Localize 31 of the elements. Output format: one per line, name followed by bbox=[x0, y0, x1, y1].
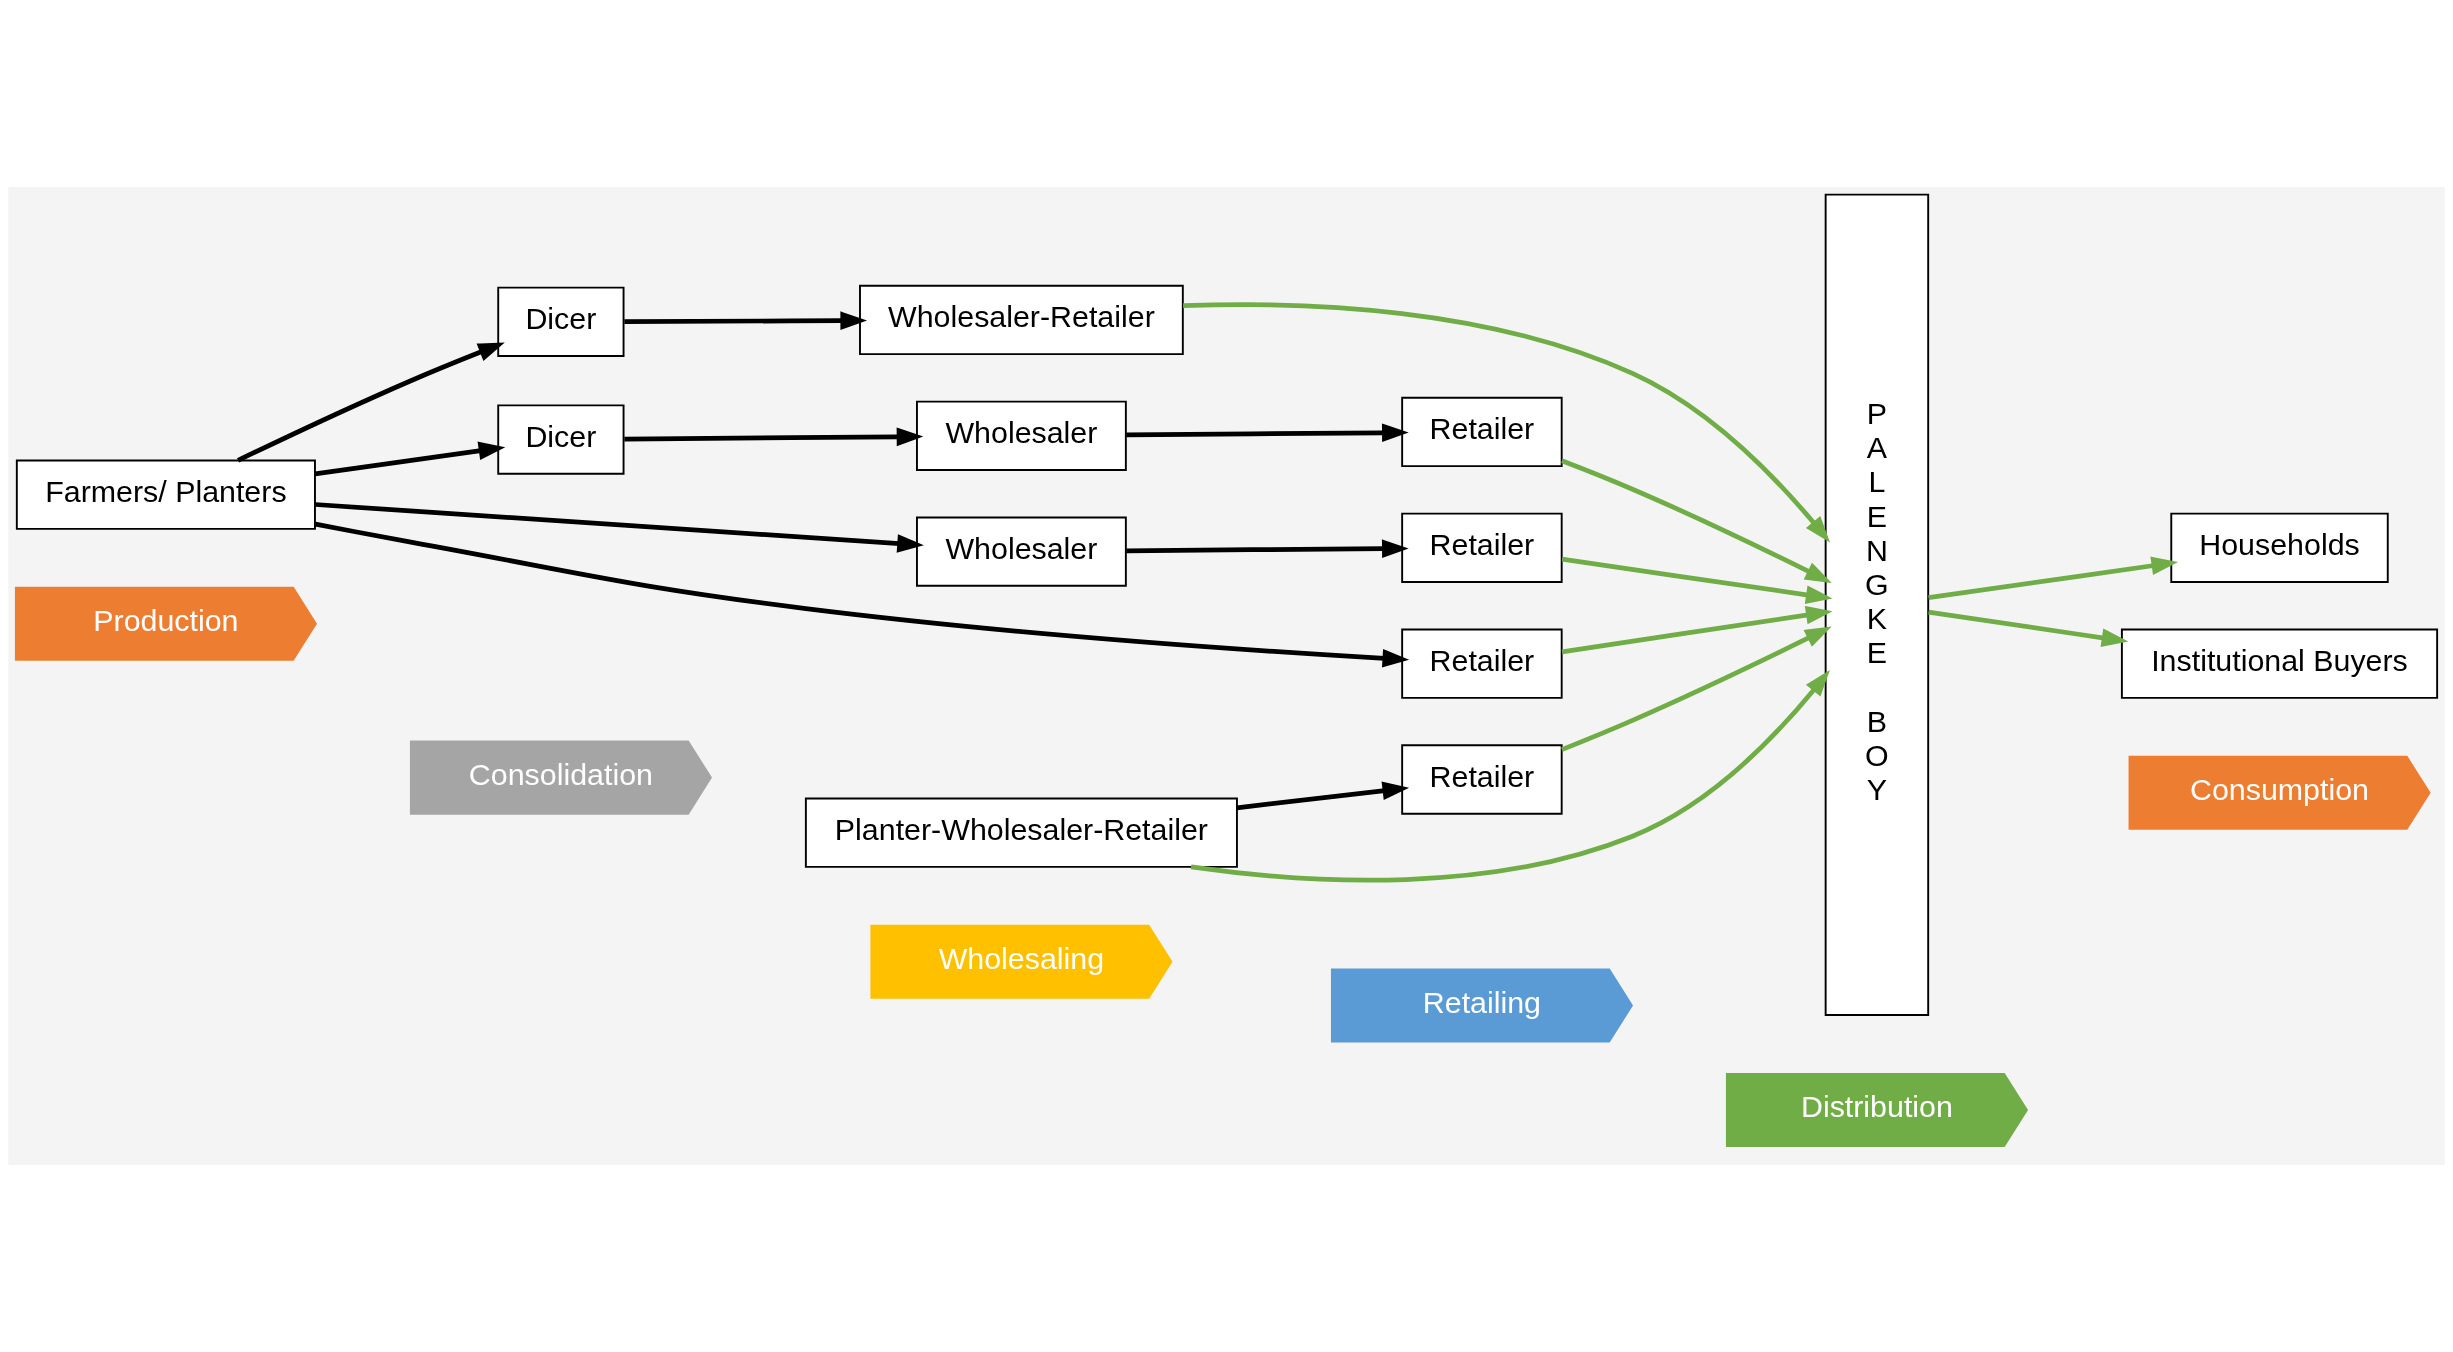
node-box: Wholesaler bbox=[916, 400, 1127, 471]
node-box: Wholesaler-Retailer bbox=[859, 284, 1184, 356]
arrow bbox=[1928, 556, 2179, 601]
arrow bbox=[1928, 609, 2129, 647]
node-box: Retailer bbox=[1401, 512, 1563, 583]
node-box: Dicer bbox=[497, 404, 625, 475]
node-box: Farmers/ Planters bbox=[15, 459, 316, 530]
arrow bbox=[1183, 302, 1831, 543]
arrow bbox=[1236, 781, 1410, 811]
node-box: Retailer bbox=[1401, 628, 1563, 699]
arrow bbox=[624, 311, 868, 330]
arrow bbox=[1561, 605, 1833, 655]
arrow bbox=[1561, 458, 1832, 583]
node-box: Planter-Wholesaler-Retailer bbox=[804, 797, 1238, 868]
arrow bbox=[1126, 539, 1409, 558]
arrow bbox=[237, 342, 505, 463]
node-box: Dicer bbox=[497, 286, 625, 357]
arrow bbox=[315, 502, 924, 553]
arrow bbox=[314, 441, 506, 477]
arrow bbox=[624, 427, 924, 447]
node-box: PALENGKE BOY bbox=[1824, 193, 1930, 1016]
node-box: Institutional Buyers bbox=[2120, 628, 2439, 699]
arrow bbox=[1190, 669, 1830, 883]
node-box: Households bbox=[2170, 512, 2389, 583]
node-box: Wholesaler bbox=[916, 516, 1127, 587]
node-box: Retailer bbox=[1401, 396, 1563, 468]
arrow bbox=[1126, 423, 1409, 443]
arrow bbox=[1561, 626, 1832, 752]
arrow bbox=[1561, 556, 1833, 604]
arrow bbox=[315, 521, 1410, 668]
node-box: Retailer bbox=[1401, 744, 1563, 815]
